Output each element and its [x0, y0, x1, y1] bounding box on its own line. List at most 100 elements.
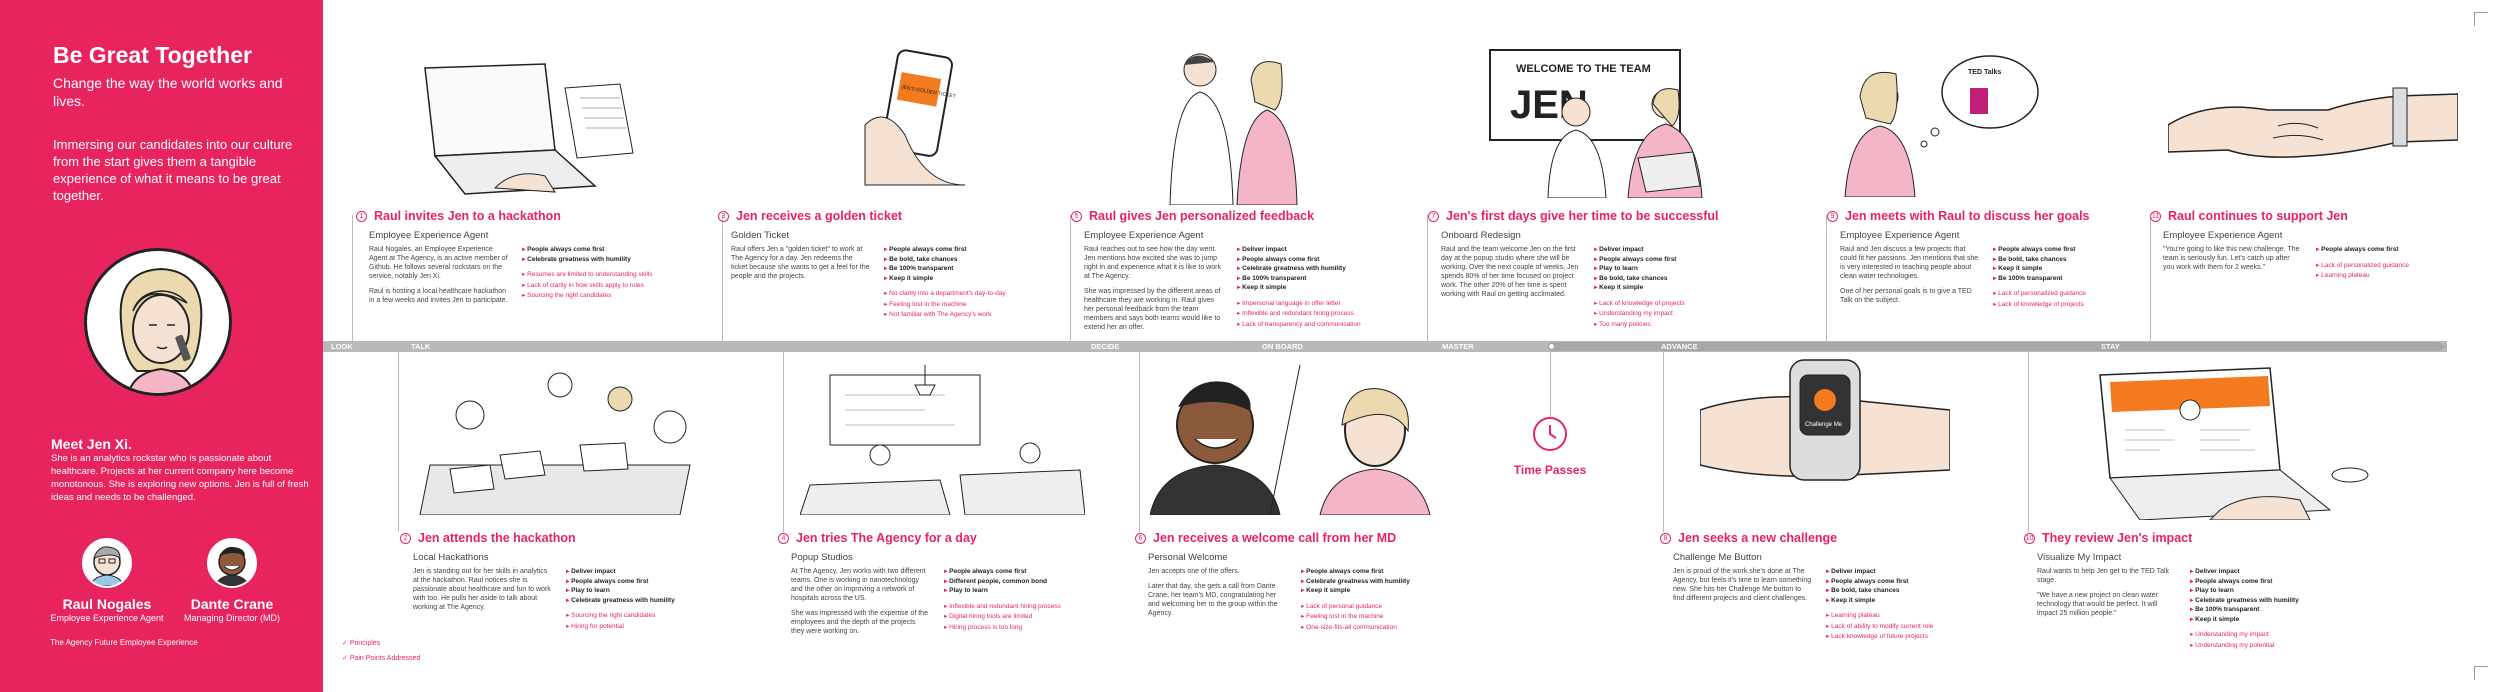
step-title: Jen meets with Raul to discuss her goals — [1845, 209, 2090, 223]
stage-look: LOOK — [331, 342, 353, 351]
description-paragraph: Raul wants to help Jen get to the TED Ta… — [2037, 568, 2170, 584]
pain-points-list: Resumes are limited to understanding ski… — [522, 270, 686, 302]
step-title: Raul invites Jen to a hackathon — [374, 209, 561, 223]
sidebar-footer: The Agency Future Employee Experience — [50, 638, 198, 647]
step-title: Jen receives a welcome call from her MD — [1153, 531, 1397, 545]
pain-points-list: No clarity into a department's day-to-da… — [884, 289, 1048, 321]
journey-step-6: 6 Jen receives a welcome call from her M… — [1135, 531, 1465, 633]
step-description: At The Agency, Jen works with two differ… — [791, 567, 930, 636]
principle-item: Celebrate greatness with humility — [522, 255, 686, 265]
principle-item: People always come first — [2316, 245, 2480, 255]
pain-point-item: Lack of personalized guidance — [1993, 289, 2157, 300]
pain-points-list: Lack of personalized guidanceLack of kno… — [1993, 289, 2157, 310]
journey-step-7: 7 Jen's first days give her time to be s… — [1428, 209, 1758, 330]
pain-points-list: Learning plateauLack of ability to modif… — [1826, 611, 1990, 643]
pain-point-item: Feeling lost in the machine — [884, 300, 1048, 311]
principle-item: Be 100% transparent — [2190, 605, 2354, 615]
stage-advance: ADVANCE — [1661, 342, 1698, 351]
principle-item: Different people, common bond — [944, 577, 1108, 587]
pain-point-item: Inflexible and redundant hiring process — [1237, 309, 1401, 320]
description-paragraph: Raul Nogales, an Employee Experience Age… — [369, 246, 508, 280]
principle-item: Keep it simple — [1301, 586, 1465, 596]
step-description: Raul reaches out to see how the day went… — [1084, 245, 1223, 332]
step-title: Jen seeks a new challenge — [1678, 531, 1838, 545]
agent-role: Managing Director (MD) — [183, 613, 281, 623]
description-paragraph: Raul and Jen discuss a few projects that… — [1840, 246, 1979, 280]
pain-point-item: Lack knowledge of future projects — [1826, 632, 1990, 643]
jen-portrait — [84, 248, 232, 396]
pain-point-item: Impersonal language in offer letter — [1237, 299, 1401, 310]
journey-step-1: 1 Raul invites Jen to a hackathon Employ… — [356, 209, 686, 305]
step-subtitle: Challenge Me Button — [1673, 552, 1762, 563]
stage-talk: TALK — [411, 342, 431, 351]
stage-decide: DECIDE — [1091, 342, 1120, 351]
step-title: Jen receives a golden ticket — [736, 209, 903, 223]
persona-heading: Meet Jen Xi. — [51, 436, 132, 452]
step-title: Jen's first days give her time to be suc… — [1446, 209, 1719, 223]
pain-points-list: Inflexible and redundant hiring processD… — [944, 602, 1108, 634]
description-paragraph: Raul is hosting a local healthcare hacka… — [369, 288, 508, 304]
step-number: 8 — [1660, 532, 1671, 544]
principle-item: People always come first — [1594, 255, 1758, 265]
clock-icon — [1533, 417, 1567, 451]
principle-item: Be bold, take chances — [1826, 586, 1990, 596]
principle-item: Play to learn — [2190, 586, 2354, 596]
phone-ticket-illustration: JEN'S GOLDEN TICKET — [864, 49, 966, 186]
pain-point-item: Hiring process is too long — [944, 623, 1108, 634]
step-subtitle: Onboard Redesign — [1441, 230, 1521, 241]
challenge-me-text: Challenge Me — [1805, 422, 1843, 428]
pain-point-item: Understanding my impact — [1594, 309, 1758, 320]
connector-line — [1427, 215, 1428, 341]
principle-item: Keep it simple — [1826, 596, 1990, 606]
step-subtitle: Employee Experience Agent — [1084, 230, 1204, 241]
pain-point-item: Learning plateau — [2316, 271, 2480, 282]
pain-point-item: Sourcing the right candidates — [566, 611, 730, 622]
step-subtitle: Personal Welcome — [1148, 552, 1228, 563]
principle-item: Be 100% transparent — [1237, 274, 1401, 284]
principles-list: People always come firstCelebrate greatn… — [1301, 567, 1465, 596]
pain-point-item: Lack of ability to modify current role — [1826, 622, 1990, 633]
step-description: Raul and the team welcome Jen on the fir… — [1441, 245, 1580, 330]
connector-line — [352, 215, 353, 341]
principle-item: Celebrate greatness with humility — [1237, 264, 1401, 274]
step-subtitle: Local Hackathons — [413, 552, 489, 563]
time-marker-dot — [1548, 343, 1555, 350]
pain-point-item: Not familiar with The Agency's work — [884, 310, 1048, 321]
connector-line — [398, 352, 399, 532]
step-subtitle: Popup Studios — [791, 552, 853, 563]
step-subtitle: Employee Experience Agent — [2163, 230, 2283, 241]
description-paragraph: Later that day, she gets a call from Dan… — [1148, 583, 1278, 617]
connector-line — [1663, 352, 1664, 532]
principle-item: Keep it simple — [1594, 283, 1758, 293]
raul-face-icon — [89, 546, 125, 586]
crop-mark — [2474, 12, 2488, 26]
ted-goal-illustration: TED Talks — [1844, 55, 2039, 197]
connector-line — [783, 352, 784, 532]
principle-item: Be 100% transparent — [1993, 274, 2157, 284]
laptop-illustration — [424, 63, 634, 195]
description-paragraph: She was impressed with the expertise of … — [791, 610, 928, 635]
principle-item: People always come first — [1826, 577, 1990, 587]
dante-avatar — [207, 538, 257, 588]
step-description: "You're going to like this new challenge… — [2163, 245, 2302, 282]
pain-point-item: Hiring for potential — [566, 622, 730, 633]
hackathon-room-illustration — [419, 372, 691, 515]
page-title: Be Great Together — [53, 42, 252, 68]
principle-item: Keep it simple — [1993, 264, 2157, 274]
dante-face-icon — [214, 546, 250, 586]
pain-point-item: Sourcing the right candidates — [522, 291, 686, 302]
pain-point-item: Lack of knowledge of projects — [1594, 299, 1758, 310]
journey-step-5: 5 Raul gives Jen personalized feedback E… — [1071, 209, 1401, 332]
step-description: Raul and Jen discuss a few projects that… — [1840, 245, 1979, 310]
connector-line — [1139, 352, 1140, 532]
journey-step-4: 4 Jen tries The Agency for a day Popup S… — [778, 531, 1108, 636]
description-paragraph: Raul offers Jen a "golden ticket" to wor… — [731, 246, 870, 280]
step-number: 6 — [1135, 532, 1146, 544]
pain-point-item: Inflexible and redundant hiring process — [944, 602, 1108, 613]
pain-point-item: Too many policies — [1594, 320, 1758, 331]
raul-avatar — [82, 538, 132, 588]
step-subtitle: Visualize My Impact — [2037, 552, 2122, 563]
step-title: They review Jen's impact — [2042, 531, 2193, 545]
description-paragraph: Jen is proud of the work she's done at T… — [1673, 568, 1812, 602]
description-paragraph: At The Agency, Jen works with two differ… — [791, 568, 926, 602]
